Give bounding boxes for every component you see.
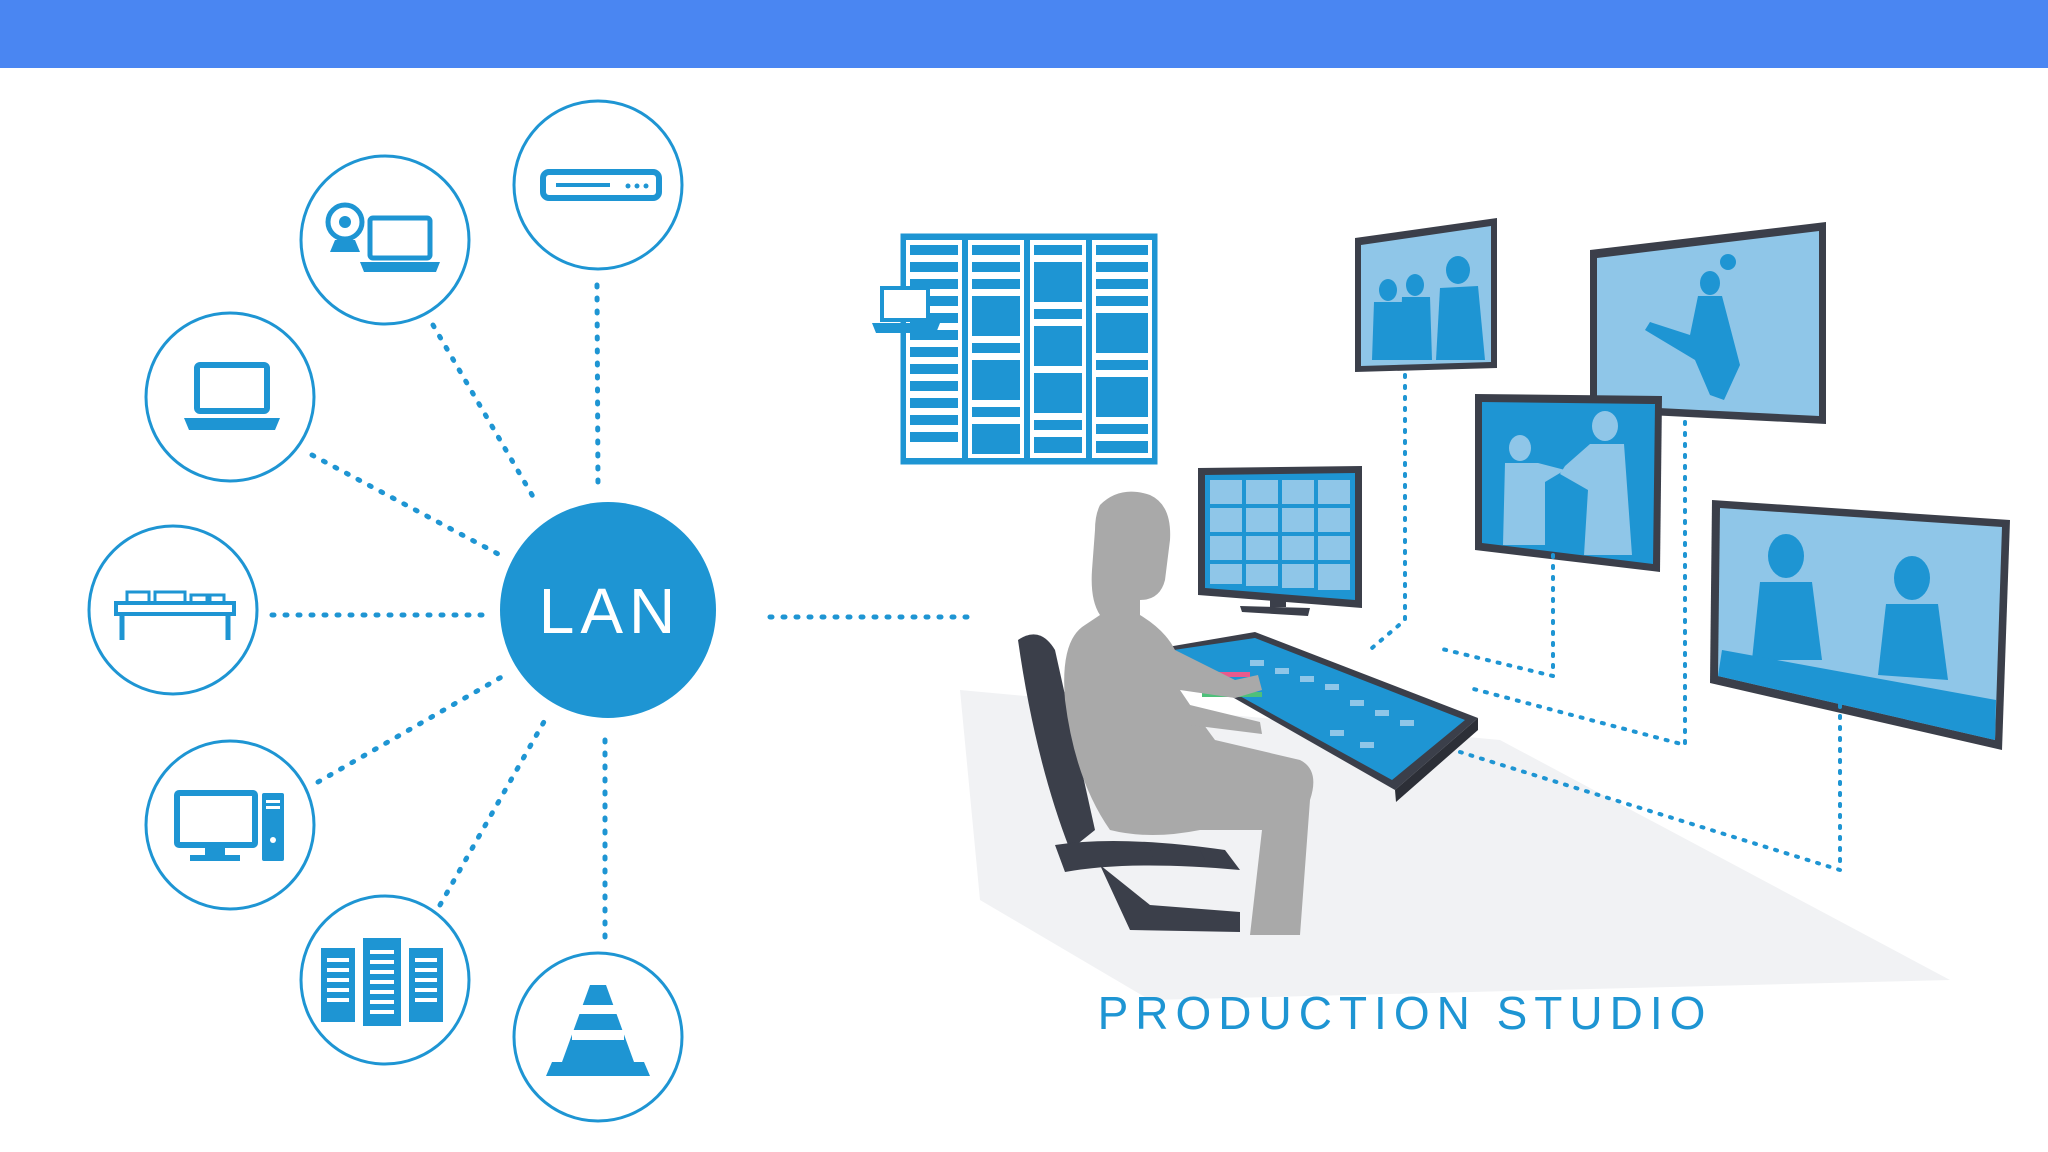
server-rack-icon (321, 938, 443, 1026)
device-desktop-computer (144, 739, 316, 911)
studio-server-rack (872, 233, 1158, 465)
wall-monitor-4 (1710, 500, 2010, 750)
lan-hub: LAN (500, 502, 716, 718)
device-server-rack (299, 894, 471, 1066)
operator-chair (1018, 634, 1240, 932)
video-switcher-desk-icon (114, 590, 236, 640)
webcam-laptop-icon (325, 202, 440, 272)
connector-lines (269, 282, 981, 951)
device-webcam-laptop (299, 154, 471, 326)
operator-figure (1064, 491, 1314, 935)
vlc-cone-icon (546, 985, 650, 1076)
studio-cable-lines (1370, 373, 1842, 873)
device-vlc (512, 951, 684, 1123)
device-laptop (144, 311, 316, 483)
production-studio-illustration: PRODUCTION STUDIO (872, 218, 2010, 1039)
lan-hub-label: LAN (539, 575, 682, 647)
desktop-computer-icon (174, 790, 284, 861)
wall-monitor-2 (1590, 222, 1826, 424)
studio-label: PRODUCTION STUDIO (1098, 987, 1713, 1039)
operator-monitor (1198, 466, 1362, 616)
set-top-box-icon (540, 169, 662, 201)
laptop-icon (184, 362, 280, 430)
device-video-switcher (87, 524, 259, 696)
header-bar (0, 0, 2048, 68)
device-set-top-box (512, 99, 684, 271)
wall-monitor-1 (1355, 218, 1497, 372)
wall-monitor-3 (1475, 394, 1662, 572)
